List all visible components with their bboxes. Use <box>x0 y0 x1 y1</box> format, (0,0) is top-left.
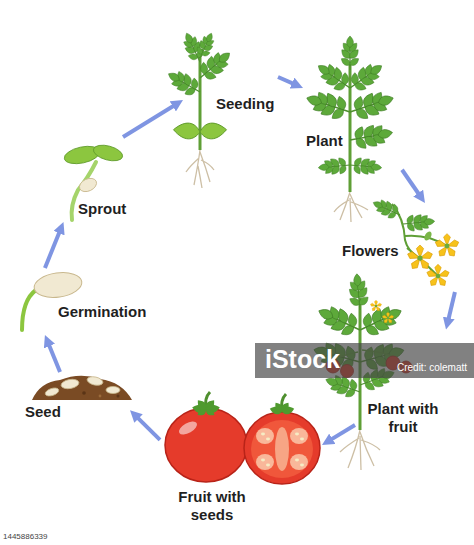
fruiting-plant-part <box>346 273 372 311</box>
tomato-fruits-part <box>261 459 265 462</box>
seed-pile <box>32 375 132 400</box>
stage-label: Plant with fruit <box>363 400 443 436</box>
stage-node: Fruit with seeds <box>160 395 322 535</box>
stage-node: Sprout <box>60 137 130 222</box>
cycle-arrow <box>135 415 160 440</box>
tomato-fruits-part <box>281 405 295 415</box>
seed-pile-part <box>44 387 59 398</box>
young-plant-part <box>349 62 352 192</box>
fruiting-plant-part <box>370 300 382 312</box>
seed-pile-part <box>82 391 86 395</box>
cycle-arrow <box>48 341 60 372</box>
tomato-fruits-part <box>275 427 289 471</box>
flowering-branch-part <box>369 194 403 223</box>
flowering-branch-part <box>423 230 433 242</box>
image-id: 1445886339 <box>3 532 48 542</box>
tomato-fruits-part <box>256 454 274 470</box>
cycle-arrow <box>402 170 421 197</box>
cycle-arrow <box>448 292 455 323</box>
young-plant-part <box>317 155 350 177</box>
tomato-fruits-part <box>196 407 207 417</box>
tomato-fruits-part <box>256 428 274 444</box>
germinating-seed <box>22 270 83 330</box>
tomato-fruits-part <box>300 438 304 441</box>
flowering-branch-part <box>426 264 450 287</box>
young-plant-part <box>339 36 360 70</box>
seedling-plant-part <box>192 30 219 62</box>
tomato-fruits-part <box>251 420 313 478</box>
young-plant-part <box>302 85 354 126</box>
stage-label: Fruit with seeds <box>167 488 257 524</box>
germinating-seed-part <box>22 290 36 330</box>
stage-label: Plant <box>306 132 343 150</box>
tomato-fruits-part <box>244 412 320 484</box>
young-plant <box>302 36 397 222</box>
label-holder: 1445886339 <box>3 532 48 542</box>
cycle-arrow <box>123 104 177 137</box>
tomato-fruits-part <box>290 454 308 470</box>
tomato-fruits-part <box>295 459 299 462</box>
seed-pile-part <box>106 387 120 394</box>
sprout-part <box>77 176 98 194</box>
young-plant-part <box>346 85 398 126</box>
stage-node: Plant <box>303 55 402 190</box>
cycle-arrow <box>328 425 355 441</box>
seedling-plant-part <box>186 150 214 188</box>
seed-pile-part <box>117 395 120 398</box>
seedling-plant-part <box>163 64 206 102</box>
stage-node: Germination <box>10 268 152 335</box>
flowering-branch-part <box>407 245 434 271</box>
young-plant-part <box>349 155 382 177</box>
tomato-fruits <box>165 392 320 484</box>
seed-pile-part <box>32 376 132 400</box>
stage-node: Seed <box>20 372 130 425</box>
tomato-fruits-part <box>295 433 299 436</box>
young-plant-part <box>312 56 357 98</box>
tomato-fruits-part <box>266 464 270 467</box>
cycle-arrow <box>278 77 297 85</box>
young-plant-part <box>348 119 395 153</box>
seedling-plant-part <box>173 122 201 140</box>
stage-label: Germination <box>58 303 146 321</box>
sprout-part <box>92 142 125 163</box>
tomato-fruits-part <box>205 407 216 417</box>
seedling-plant-part <box>199 122 227 140</box>
fruiting-plant-part <box>340 430 380 470</box>
watermark-credit: Credit: colematt <box>397 362 467 374</box>
seed-pile-part <box>60 378 79 390</box>
stage-label: Flowers <box>342 242 399 260</box>
germinating-seed-part <box>33 270 84 300</box>
stage-label: Seeding <box>216 95 274 113</box>
young-plant-part <box>334 192 368 222</box>
tomato-fruits-part <box>290 428 308 444</box>
young-plant-part <box>343 56 388 98</box>
fruiting-plant-part <box>354 298 407 343</box>
flowering-branch-part <box>402 211 435 233</box>
tomato-fruits-part <box>165 408 247 482</box>
watermark-logo: iStock <box>265 345 340 374</box>
tomato-fruits-part <box>261 433 265 436</box>
flowering-branch-part <box>434 234 460 258</box>
fruiting-plant-part <box>382 312 394 324</box>
watermark-band: iStockCredit: colematt <box>255 343 474 378</box>
fruiting-plant-part <box>313 298 366 343</box>
stage-node: Flowers <box>340 203 468 292</box>
tomato-fruits-part <box>266 438 270 441</box>
seed-pile-part <box>99 395 102 398</box>
seed-pile-part <box>86 375 103 386</box>
cycle-arrow <box>45 228 61 268</box>
stage-node: Seeding <box>183 40 278 185</box>
flowering-branch <box>369 194 459 287</box>
stage-label: Seed <box>25 403 61 421</box>
stage-label: Sprout <box>78 200 126 218</box>
tomato-fruits-part <box>300 464 304 467</box>
tomato-fruits-part <box>177 419 199 438</box>
